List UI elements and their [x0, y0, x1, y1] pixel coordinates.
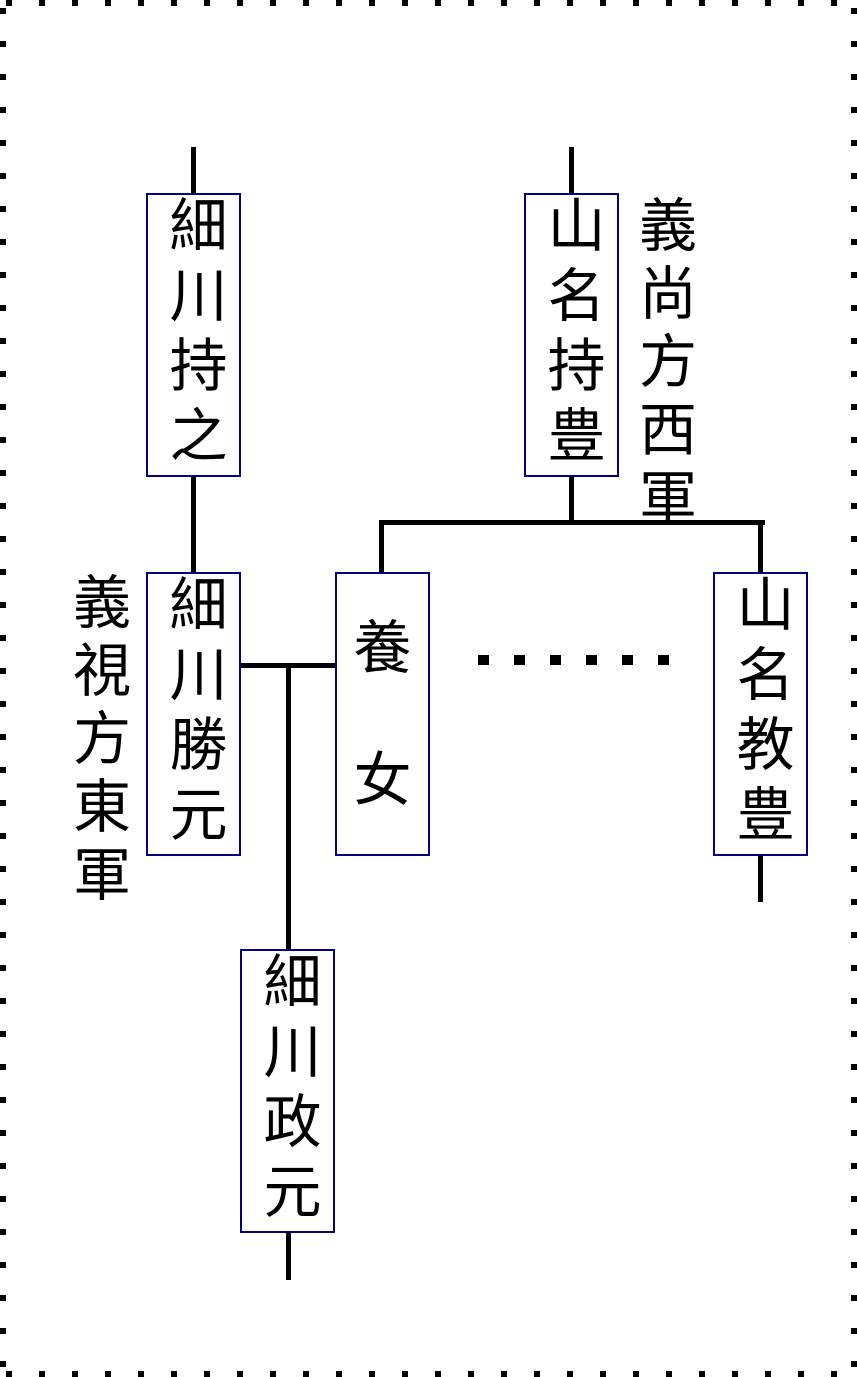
person-name: 細川勝元	[159, 574, 228, 854]
faction-west-label: 義尚方西軍	[629, 195, 697, 535]
line-mochitoyo-children	[379, 520, 765, 525]
person-name: 細川持之	[159, 195, 228, 475]
person-name: 山名教豊	[726, 574, 795, 854]
person-name-char: 養	[353, 614, 412, 682]
line-to-yojo	[379, 520, 384, 574]
person-yamana-noritoyo: 山名教豊	[713, 572, 808, 856]
person-adopted-daughter: 養 女	[335, 572, 430, 856]
person-hosokawa-mochiyuki: 細川持之	[146, 193, 241, 477]
line-mochiyuki-up	[191, 147, 196, 195]
line-mochitoyo-up	[569, 147, 574, 195]
faction-east-label: 義視方東軍	[63, 572, 131, 912]
border-bottom	[0, 1371, 857, 1377]
border-right	[851, 0, 857, 1377]
person-name: 細川政元	[253, 951, 322, 1231]
person-name-char: 女	[353, 746, 412, 814]
person-yamana-mochitoyo: 山名持豊	[524, 193, 619, 477]
person-hosokawa-katsumoto: 細川勝元	[146, 572, 241, 856]
person-hosokawa-masamoto: 細川政元	[240, 949, 335, 1233]
line-to-noritoyo	[758, 520, 763, 574]
line-mochiyuki-katsumoto	[191, 477, 196, 574]
line-to-masamoto	[286, 663, 291, 951]
line-masamoto-down	[286, 1233, 291, 1280]
line-noritoyo-down	[758, 855, 763, 902]
person-name: 山名持豊	[537, 195, 606, 475]
border-left	[0, 0, 6, 1377]
line-mochitoyo-down	[569, 477, 574, 525]
dotted-relation-line	[478, 655, 670, 665]
border-top	[0, 0, 857, 6]
